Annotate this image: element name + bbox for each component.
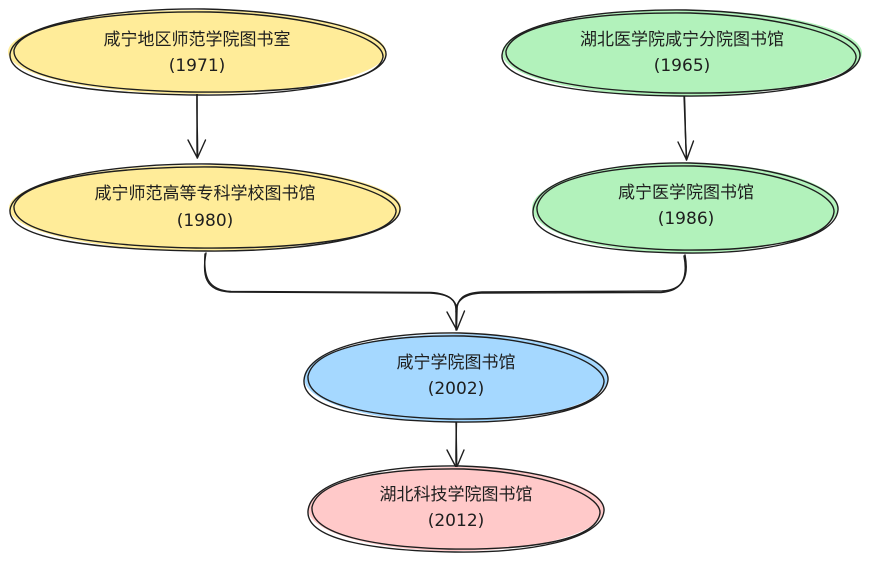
- node-name: 咸宁师范高等专科学校图书馆: [95, 184, 316, 204]
- node-xianning-medical: 咸宁医学院图书馆 (1986): [532, 162, 839, 254]
- node-year: (2012): [428, 511, 485, 531]
- node-name: 咸宁地区师范学院图书室: [104, 30, 291, 50]
- node-hubei-medical-branch: 湖北医学院咸宁分院图书馆 (1965): [501, 9, 862, 97]
- arrow-1965-to-1986: [677, 94, 695, 161]
- node-year: (1971): [169, 56, 226, 76]
- arrow-merge-to-2002: [203, 252, 687, 331]
- node-name: 咸宁学院图书馆: [397, 353, 516, 373]
- node-name: 湖北科技学院图书馆: [380, 485, 533, 505]
- node-xianning-normal-room: 咸宁地区师范学院图书室 (1971): [8, 8, 387, 96]
- arrow-1971-to-1980: [187, 91, 207, 159]
- node-xianning-normal-college: 咸宁师范高等专科学校图书馆 (1980): [9, 163, 401, 252]
- node-xianning-college: 咸宁学院图书馆 (2002): [303, 332, 609, 423]
- node-year: (2002): [428, 379, 485, 399]
- node-year: (1965): [654, 56, 711, 76]
- node-name: 湖北医学院咸宁分院图书馆: [580, 30, 784, 50]
- node-hubei-science-tech: 湖北科技学院图书馆 (2012): [307, 465, 605, 553]
- arrow-2002-to-2012: [446, 421, 465, 469]
- node-year: (1986): [658, 209, 715, 229]
- node-name: 咸宁医学院图书馆: [618, 183, 754, 203]
- node-year: (1980): [177, 211, 234, 231]
